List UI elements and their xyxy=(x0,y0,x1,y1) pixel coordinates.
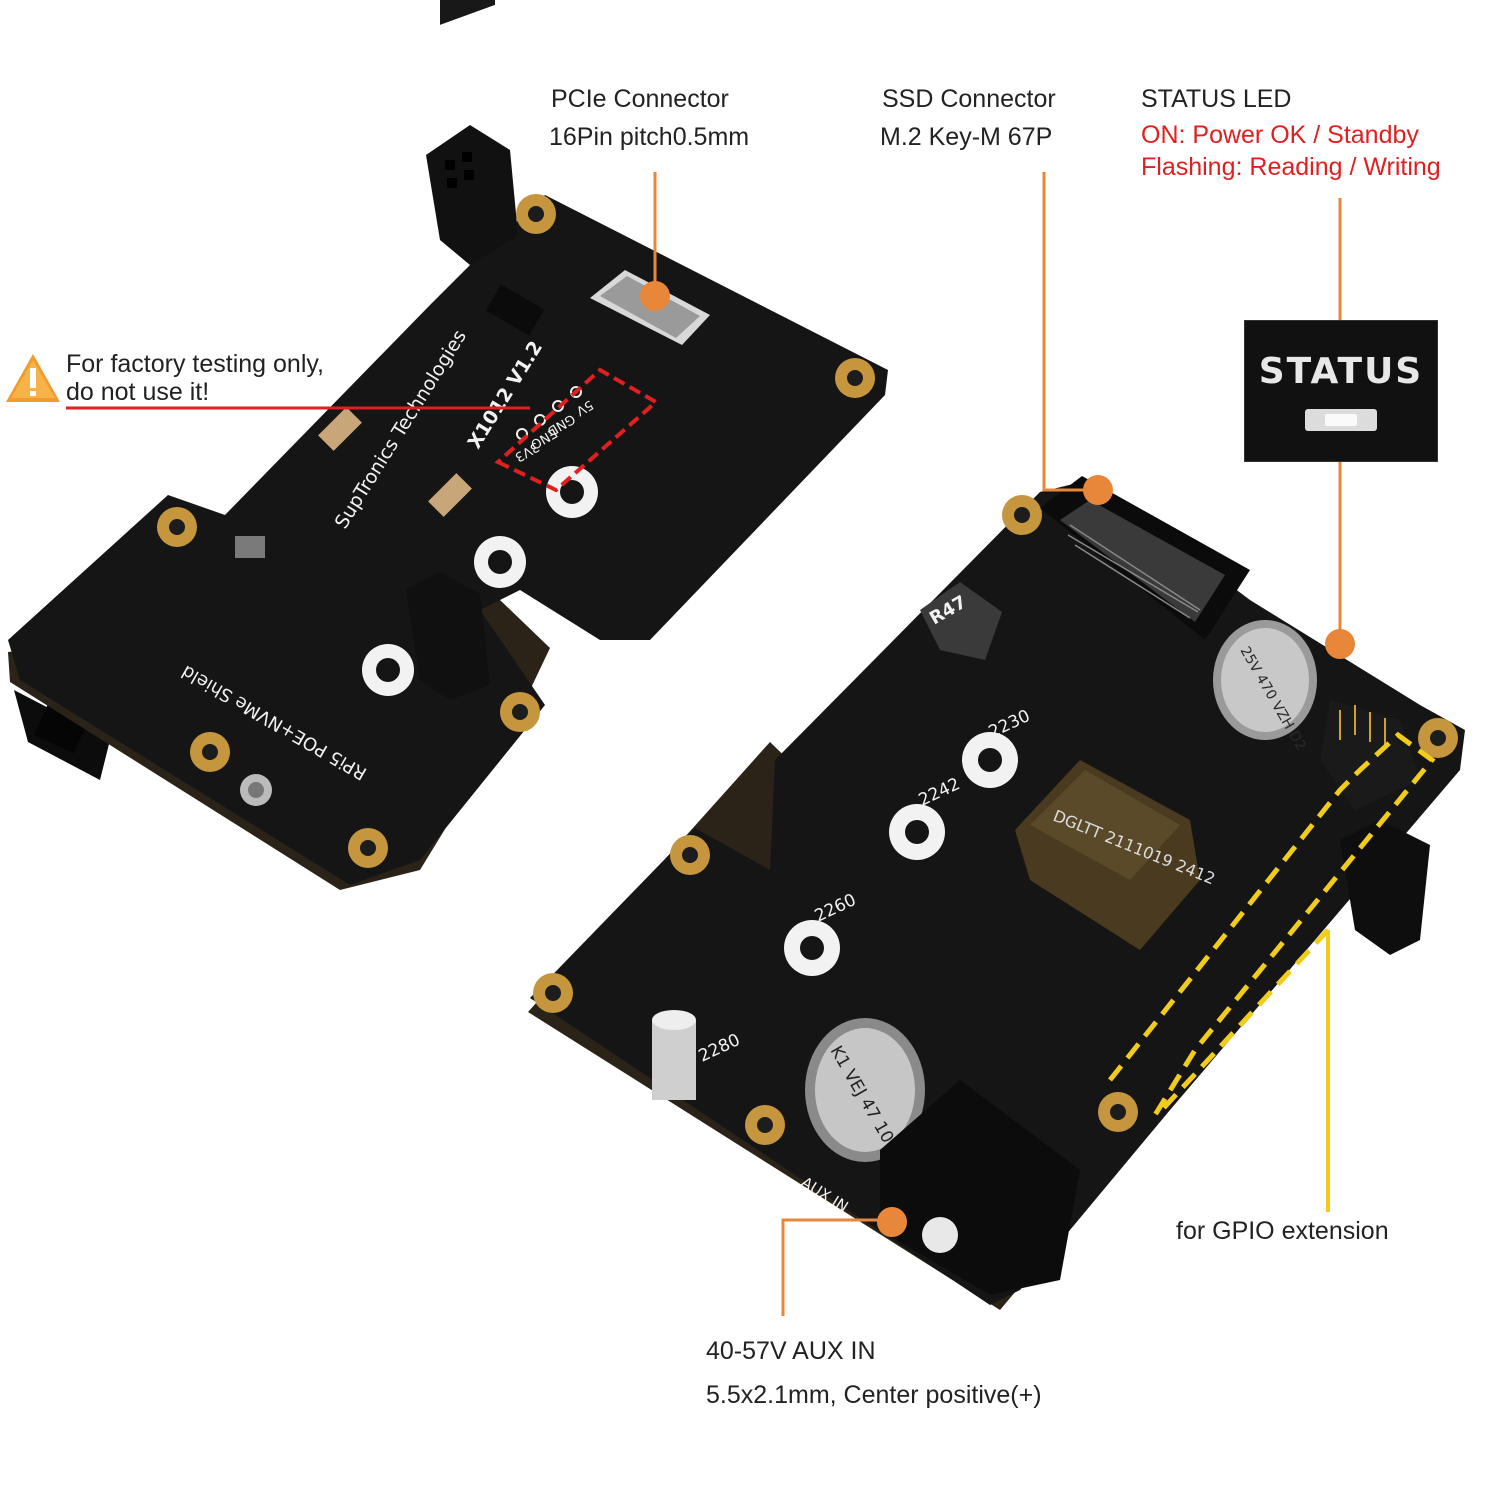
status-led-line2-wrap: Flashing: Reading / Writing xyxy=(1141,148,1441,186)
aux-title: 40-57V AUX IN xyxy=(706,1337,876,1365)
pcie-marker xyxy=(640,281,670,311)
ssd-title: SSD Connector xyxy=(882,85,1056,113)
ssd-marker xyxy=(1083,475,1113,505)
test-pins-highlight xyxy=(494,367,660,493)
aux-detail: 5.5x2.1mm, Center positive(+) xyxy=(706,1381,1042,1409)
status-inset-label: STATUS xyxy=(1258,351,1424,392)
status-led-marker xyxy=(1325,629,1355,659)
status-led-line1-wrap: ON: Power OK / Standby xyxy=(1141,116,1419,154)
ssd-detail: M.2 Key-M 67P xyxy=(880,123,1053,151)
gpio-highlight xyxy=(1108,731,1436,1117)
warning-icon xyxy=(6,354,60,402)
aux-marker xyxy=(877,1207,907,1237)
leaders xyxy=(66,172,1355,1316)
test-pin-label: 5V xyxy=(573,397,595,419)
factory-line1: For factory testing only, xyxy=(66,350,324,378)
status-led-line2: Flashing: Reading / Writing xyxy=(1141,153,1441,181)
factory-line2: do not use it! xyxy=(66,378,210,406)
gpio-label: for GPIO extension xyxy=(1176,1217,1389,1245)
left-board: SupTronics Technologies X1012 V1.2 RPi5 … xyxy=(8,0,888,890)
status-led-title: STATUS LED xyxy=(1141,85,1292,113)
status-led-line1: ON: Power OK / Standby xyxy=(1141,121,1419,149)
status-led-inset: STATUS xyxy=(1244,320,1438,462)
status-led-icon xyxy=(1305,409,1377,431)
pcie-title: PCIe Connector xyxy=(551,85,729,113)
pcie-detail: 16Pin pitch0.5mm xyxy=(549,123,750,151)
test-pin-pad xyxy=(570,386,582,398)
